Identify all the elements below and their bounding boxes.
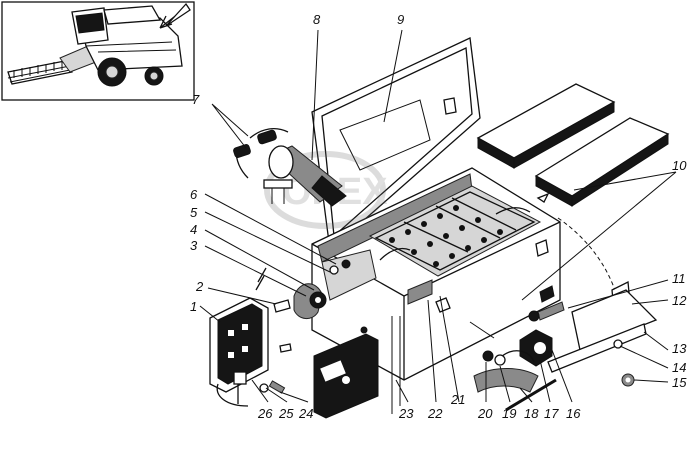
- callout-9: 9: [397, 12, 404, 27]
- parts-3-6: [255, 259, 401, 414]
- callout-2: 2: [195, 279, 204, 294]
- inset-frame: [1, 1, 195, 101]
- part-7-clamps: [233, 127, 289, 179]
- part-1-panel: [209, 297, 269, 407]
- callout-7: 7: [192, 92, 200, 107]
- callout-6: 6: [190, 187, 198, 202]
- callout-20: 20: [477, 406, 493, 421]
- callout-5: 5: [190, 205, 198, 220]
- callout-8: 8: [313, 12, 321, 27]
- callout-18: 18: [524, 406, 539, 421]
- part-2-cover: [313, 333, 379, 419]
- callout-13: 13: [672, 341, 687, 356]
- callout-4: 4: [190, 222, 197, 237]
- callout-25: 25: [278, 406, 294, 421]
- leader-lines: [199, 29, 677, 403]
- callout-labels: 7 8 9 10 6 5 4 3 2 1 11 12 13 14 15 26 2…: [190, 12, 687, 421]
- batteries: [368, 185, 542, 277]
- parts-24-26: [233, 371, 286, 404]
- battery-covers: [476, 83, 670, 207]
- callout-10: 10: [672, 158, 687, 173]
- callout-21: 21: [450, 392, 465, 407]
- part-8-switch: [263, 145, 347, 207]
- parts-11-20: [469, 280, 658, 412]
- callout-24: 24: [298, 406, 313, 421]
- callout-16: 16: [566, 406, 581, 421]
- callout-3: 3: [190, 238, 198, 253]
- callout-19: 19: [502, 406, 516, 421]
- callout-11: 11: [672, 271, 686, 286]
- callout-12: 12: [672, 293, 687, 308]
- callout-22: 22: [427, 406, 443, 421]
- callout-1: 1: [190, 299, 197, 314]
- callout-23: 23: [398, 406, 414, 421]
- battery-box: [311, 37, 561, 381]
- box-lid: [311, 37, 481, 252]
- combine-inset: [1, 1, 195, 101]
- callout-17: 17: [544, 406, 559, 421]
- callout-14: 14: [672, 360, 686, 375]
- callout-15: 15: [672, 375, 687, 390]
- callout-26: 26: [257, 406, 273, 421]
